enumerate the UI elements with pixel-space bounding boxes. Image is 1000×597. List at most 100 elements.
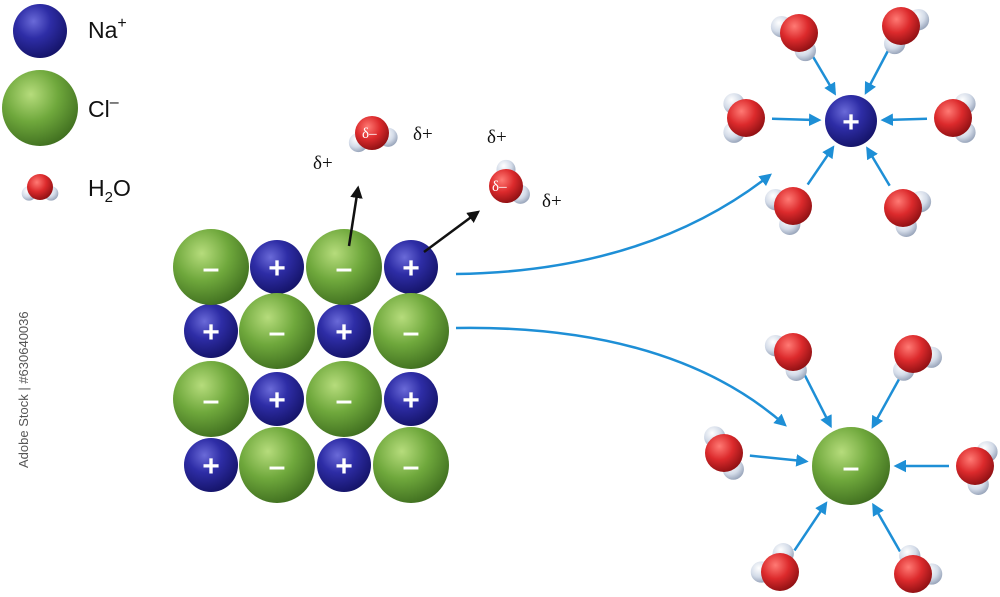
oxygen-atom bbox=[956, 447, 994, 485]
legend-water: H2O bbox=[21, 174, 131, 206]
chloride-ion: – bbox=[173, 229, 249, 305]
watermark: Adobe Stock | #630640036 bbox=[16, 311, 31, 468]
attraction-arrow bbox=[811, 54, 836, 96]
oxygen-atom bbox=[355, 116, 389, 150]
chloride-ion-icon bbox=[306, 361, 382, 437]
dipole-water-1: δ– δ+ δ+ bbox=[313, 116, 433, 247]
oxygen-atom bbox=[894, 335, 932, 373]
attraction-arrow bbox=[866, 146, 891, 187]
dipole-2-delta-plus-right: δ+ bbox=[542, 191, 562, 212]
dissociation-arrow-chloride bbox=[455, 326, 787, 427]
water-molecule bbox=[956, 441, 998, 495]
water-molecule bbox=[489, 159, 530, 204]
attraction-arrow bbox=[749, 454, 809, 467]
sodium-ion: + bbox=[825, 95, 877, 147]
legend-sodium: Na+ bbox=[13, 4, 127, 58]
positive-sign: + bbox=[402, 384, 420, 417]
attraction-arrow bbox=[872, 502, 902, 553]
chloride-ion: – bbox=[306, 361, 382, 437]
sodium-ion-icon bbox=[825, 95, 877, 147]
sodium-ion: + bbox=[250, 240, 304, 294]
chloride-ion-icon bbox=[2, 70, 78, 146]
oxygen-atom bbox=[705, 434, 743, 472]
sodium-ion: + bbox=[384, 240, 438, 294]
negative-sign: – bbox=[843, 451, 860, 484]
sodium-ion-icon bbox=[250, 372, 304, 426]
oxygen-atom bbox=[884, 189, 922, 227]
oxygen-atom bbox=[489, 169, 523, 203]
attraction-arrow bbox=[771, 113, 822, 127]
oxygen-atom bbox=[774, 333, 812, 371]
water-molecule bbox=[770, 14, 818, 62]
water-molecule bbox=[893, 335, 942, 381]
sodium-ion: + bbox=[250, 372, 304, 426]
oxygen-atom bbox=[780, 14, 818, 52]
sodium-ion: + bbox=[317, 304, 371, 358]
legend: Na+ Cl– H2O bbox=[2, 4, 131, 206]
chloride-ion: – bbox=[373, 427, 449, 503]
negative-sign: – bbox=[403, 316, 420, 349]
sodium-ion-icon bbox=[317, 438, 371, 492]
negative-sign: – bbox=[336, 252, 353, 285]
attraction-arrow bbox=[806, 145, 835, 186]
water-molecule bbox=[348, 116, 398, 153]
oxygen-atom bbox=[774, 187, 812, 225]
legend-water-h: H bbox=[88, 175, 105, 201]
chloride-ion-icon bbox=[239, 293, 315, 369]
dipole-water-2: δ– δ+ δ+ bbox=[423, 127, 562, 254]
negative-sign: – bbox=[336, 384, 353, 417]
oxygen-atom bbox=[894, 555, 932, 593]
sodium-ion: + bbox=[184, 438, 238, 492]
nacl-crystal-lattice: ++++++++–––––––– bbox=[173, 229, 449, 503]
water-molecule bbox=[704, 426, 744, 480]
positive-sign: + bbox=[268, 252, 286, 285]
water-molecule bbox=[894, 545, 943, 593]
dipole-1-delta-plus-left: δ+ bbox=[313, 153, 333, 174]
positive-sign: + bbox=[842, 106, 860, 139]
attraction-arrow bbox=[871, 376, 902, 429]
chloride-ion-icon bbox=[173, 229, 249, 305]
svg-text:Na+: Na+ bbox=[88, 15, 127, 43]
negative-sign: – bbox=[269, 316, 286, 349]
water-molecule bbox=[884, 189, 932, 237]
svg-text:Cl–: Cl– bbox=[88, 94, 119, 122]
positive-sign: + bbox=[268, 384, 286, 417]
legend-water-subscript: 2 bbox=[105, 189, 113, 206]
dipole-1-delta-minus: δ– bbox=[362, 126, 377, 142]
chloride-ion: – bbox=[306, 229, 382, 305]
chloride-ion-icon bbox=[812, 427, 890, 505]
attraction-arrow bbox=[793, 501, 828, 552]
legend-chloride-charge: – bbox=[110, 94, 119, 111]
negative-sign: – bbox=[403, 450, 420, 483]
legend-chloride: Cl– bbox=[2, 70, 119, 146]
oxygen-atom bbox=[882, 7, 920, 45]
sodium-ion-icon bbox=[384, 372, 438, 426]
legend-water-o: O bbox=[113, 175, 131, 201]
dipole-2-delta-plus-top: δ+ bbox=[487, 127, 507, 148]
chloride-ion: – bbox=[173, 361, 249, 437]
sodium-ion-icon bbox=[250, 240, 304, 294]
water-molecule bbox=[764, 187, 812, 235]
dissociation-arrow-sodium bbox=[455, 173, 772, 276]
sodium-ion-icon bbox=[384, 240, 438, 294]
positive-sign: + bbox=[402, 252, 420, 285]
legend-water-molecule bbox=[21, 174, 59, 201]
chloride-ion-icon bbox=[306, 229, 382, 305]
legend-sodium-symbol: Na bbox=[88, 17, 118, 43]
negative-sign: – bbox=[269, 450, 286, 483]
negative-sign: – bbox=[203, 252, 220, 285]
positive-sign: + bbox=[335, 450, 353, 483]
water-molecule bbox=[723, 93, 765, 143]
dipole-2-delta-minus: δ– bbox=[492, 179, 507, 195]
chloride-ion: – bbox=[373, 293, 449, 369]
sodium-ion: + bbox=[184, 304, 238, 358]
dipole-1-delta-plus-right: δ+ bbox=[413, 124, 433, 145]
hydrated-chloride-ion: – bbox=[704, 333, 998, 593]
sodium-ion-icon bbox=[184, 304, 238, 358]
oxygen-atom bbox=[934, 99, 972, 137]
sodium-ion: + bbox=[384, 372, 438, 426]
pull-arrow-chloride bbox=[347, 185, 363, 247]
chloride-ion: – bbox=[239, 427, 315, 503]
chloride-ion: – bbox=[239, 293, 315, 369]
